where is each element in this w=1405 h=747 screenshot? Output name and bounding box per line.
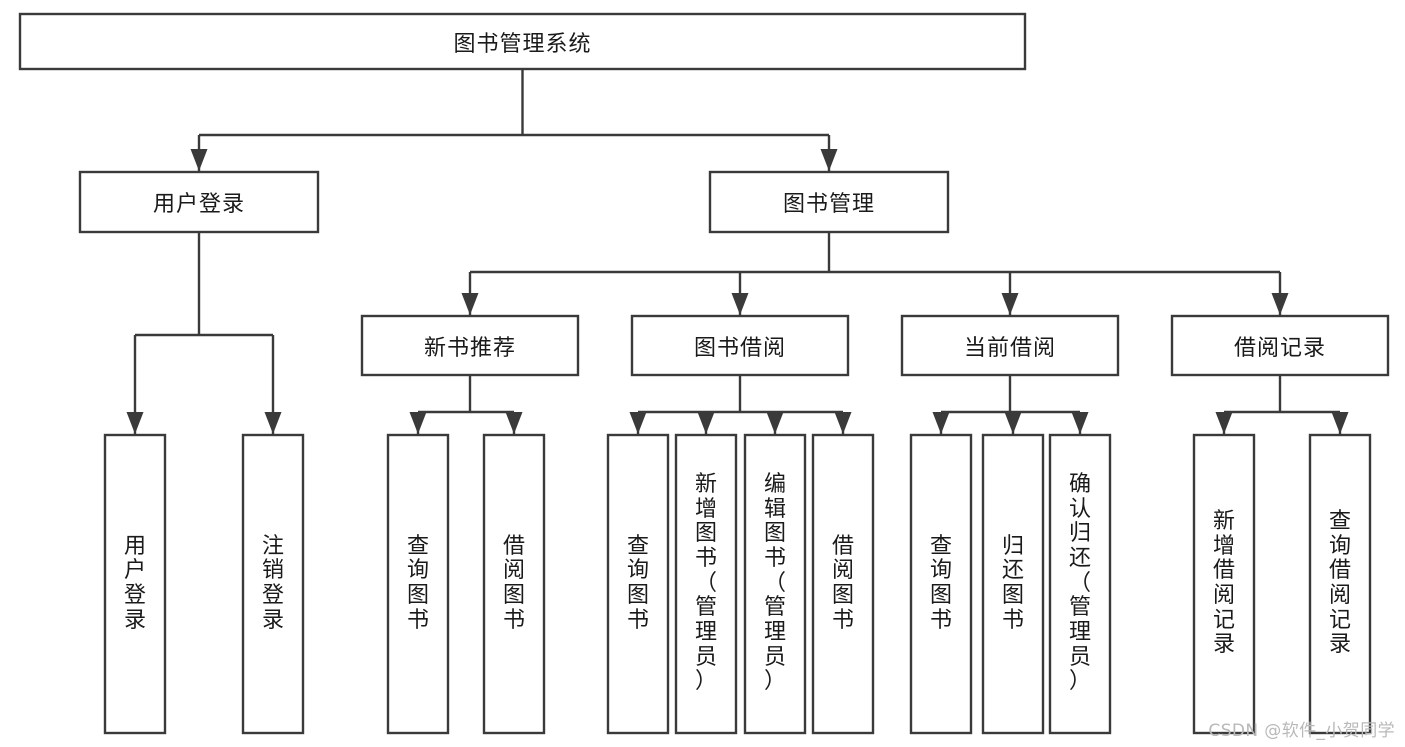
- arrow-head-icon-book-manage: [820, 149, 838, 171]
- arrow-head-icon-leaf-user-logout: [264, 412, 282, 434]
- node-box-leaf-current-return-book[interactable]: [981, 433, 1045, 735]
- node-boxes: [18, 12, 1390, 735]
- arrow-head-icon-leaf-record-query: [1331, 412, 1349, 434]
- node-box-current-borrow[interactable]: [900, 314, 1120, 377]
- node-box-leaf-record-query[interactable]: [1308, 433, 1372, 735]
- arrow-head-icon-leaf-current-confirm-return: [1071, 412, 1089, 434]
- watermark-label: CSDN @软件_小贺同学: [1208, 721, 1395, 741]
- arrow-head-icon-current-borrow: [1001, 293, 1019, 315]
- arrow-head-icon-leaf-record-add: [1215, 412, 1233, 434]
- arrow-head-icon-leaf-rec-query-book: [409, 412, 427, 434]
- connector-lines: [126, 69, 1349, 434]
- node-box-leaf-rec-query-book[interactable]: [386, 433, 450, 735]
- node-box-book-borrow[interactable]: [630, 314, 850, 377]
- arrow-head-icon-leaf-current-return-book: [1004, 412, 1022, 434]
- arrow-head-icon-new-book-rec: [461, 293, 479, 315]
- arrow-head-icon-leaf-user-login: [126, 412, 144, 434]
- node-box-leaf-borrow-edit-book[interactable]: [743, 433, 807, 735]
- node-box-root[interactable]: [18, 12, 1027, 71]
- arrow-head-icon-leaf-borrow-edit-book: [766, 412, 784, 434]
- node-box-leaf-borrow-add-book[interactable]: [674, 433, 738, 735]
- node-box-new-book-rec[interactable]: [360, 314, 580, 377]
- arrow-head-icon-leaf-rec-borrow-book: [505, 412, 523, 434]
- node-box-leaf-record-add[interactable]: [1192, 433, 1256, 735]
- node-box-leaf-borrow-borrow-book[interactable]: [811, 433, 875, 735]
- node-box-user-login[interactable]: [78, 170, 320, 234]
- node-box-leaf-current-query-book[interactable]: [909, 433, 973, 735]
- arrow-head-icon-borrow-record: [1271, 293, 1289, 315]
- node-box-leaf-user-logout[interactable]: [241, 433, 305, 735]
- arrow-head-icon-leaf-borrow-query-book: [629, 412, 647, 434]
- arrow-head-icon-leaf-borrow-add-book: [697, 412, 715, 434]
- arrow-head-icon-user-login: [190, 149, 208, 171]
- node-box-leaf-user-login[interactable]: [103, 433, 167, 735]
- arrow-head-icon-book-borrow: [731, 293, 749, 315]
- node-box-leaf-rec-borrow-book[interactable]: [482, 433, 546, 735]
- node-box-leaf-borrow-query-book[interactable]: [606, 433, 670, 735]
- arrow-head-icon-leaf-borrow-borrow-book: [834, 412, 852, 434]
- node-box-leaf-current-confirm-return[interactable]: [1048, 433, 1112, 735]
- node-box-borrow-record[interactable]: [1170, 314, 1390, 377]
- node-box-book-manage[interactable]: [708, 170, 950, 234]
- arrow-head-icon-leaf-current-query-book: [932, 412, 950, 434]
